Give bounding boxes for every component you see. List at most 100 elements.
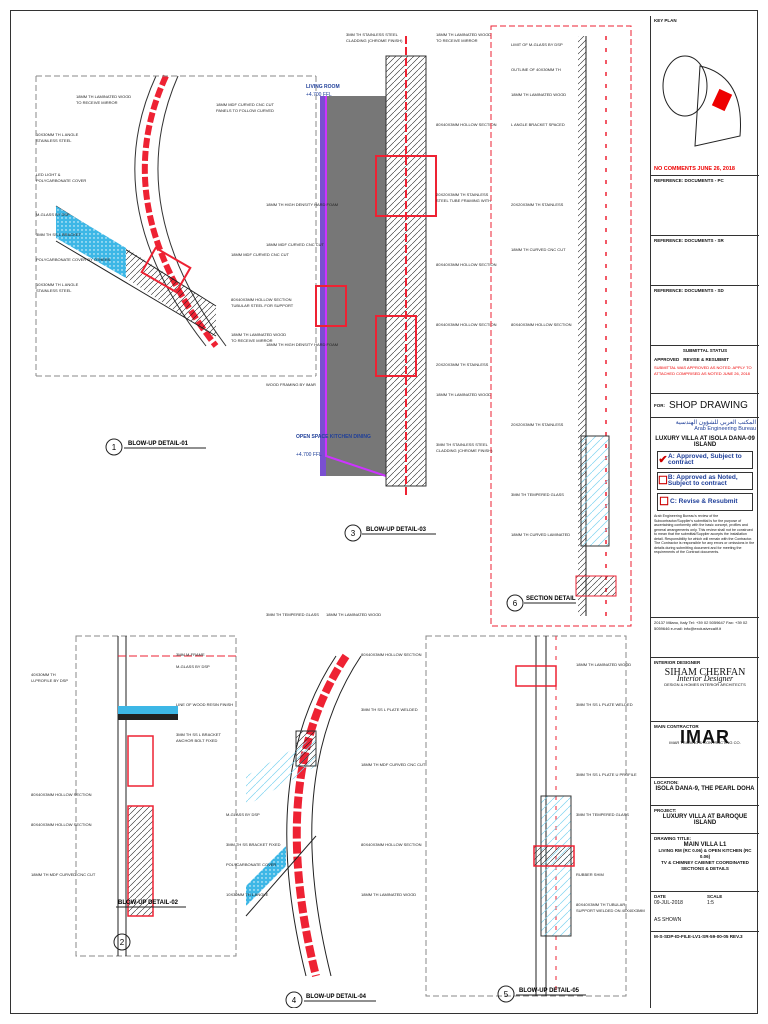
- svg-text:10X30MM TH L ANGLE: 10X30MM TH L ANGLE: [36, 282, 79, 287]
- interior-designer-block: INTERIOR DESIGNER SIHAM CHERFAN Interior…: [651, 658, 759, 722]
- detail-3-title: BLOW-UP DETAIL-03: [366, 527, 427, 533]
- detail-5-number: 5: [504, 990, 509, 999]
- submittal-status-label: SUBMITTAL STATUS: [682, 348, 728, 353]
- drawing-title-4: SECTIONS & DETAILS: [681, 866, 729, 871]
- svg-text:80X40X3MM HOLLOW SECTION: 80X40X3MM HOLLOW SECTION: [31, 822, 92, 827]
- detail-1: 10X30MM TH L ANGLE STAINLESS STEEL LED L…: [35, 74, 317, 456]
- for-label: FOR:: [654, 402, 665, 408]
- svg-text:80X40X3MM HOLLOW SECTION: 80X40X3MM HOLLOW SECTION: [361, 652, 422, 657]
- svg-text:18MM TH LAMINATED WOOD: 18MM TH LAMINATED WOOD: [511, 92, 566, 97]
- svg-text:80X40X3MM HOLLOW SECTION: 80X40X3MM HOLLOW SECTION: [361, 842, 422, 847]
- svg-text:80X40X3MM HOLLOW SECTION: 80X40X3MM HOLLOW SECTION: [436, 262, 497, 267]
- ref-block-3: REFERENCE: DOCUMENTS - SD: [651, 286, 759, 346]
- svg-text:3MM TH STAINLESS STEEL: 3MM TH STAINLESS STEEL: [436, 442, 489, 447]
- detail-4-number: 4: [292, 996, 297, 1005]
- key-plan: KEY PLAN NO COMMENTS JUNE 26, 2018: [651, 16, 759, 176]
- designer-name: SIHAM CHERFAN: [664, 667, 746, 678]
- svg-text:SUPPORT WELDED ON 40X40X3MM: SUPPORT WELDED ON 40X40X3MM: [576, 908, 645, 913]
- svg-text:18MM TH LAMINATED WOOD: 18MM TH LAMINATED WOOD: [436, 32, 491, 37]
- svg-text:WOOD FRAMING BY IMAR: WOOD FRAMING BY IMAR: [266, 382, 316, 387]
- svg-text:18MM MDF CURVED CNC CUT: 18MM MDF CURVED CNC CUT: [216, 102, 274, 107]
- svg-text:18MM TH HIGH DENSITY HARD FOAM: 18MM TH HIGH DENSITY HARD FOAM: [266, 342, 338, 347]
- drawing-title-1: MAIN VILLA L1: [683, 842, 727, 848]
- date-label: DATE: [654, 894, 666, 899]
- svg-text:80X40X3MM HOLLOW SECTION: 80X40X3MM HOLLOW SECTION: [511, 322, 572, 327]
- designer-title: Interior Designer: [676, 674, 734, 683]
- option-c[interactable]: ☐C: Revise & Resubmit: [657, 493, 753, 511]
- svg-text:TO RECEIVE MIRROR: TO RECEIVE MIRROR: [76, 100, 118, 105]
- svg-text:18MM TH LAMINATED WOOD: 18MM TH LAMINATED WOOD: [436, 392, 491, 397]
- detail-1-number: 1: [112, 443, 117, 452]
- svg-text:PANELS TO FOLLOW CURVED: PANELS TO FOLLOW CURVED: [216, 108, 274, 113]
- svg-text:STAINLESS STEEL: STAINLESS STEEL: [36, 138, 72, 143]
- svg-text:18MM TH LAMINATED WOOD: 18MM TH LAMINATED WOOD: [76, 94, 131, 99]
- svg-text:80X40X3MM HOLLOW SECTION: 80X40X3MM HOLLOW SECTION: [436, 122, 497, 127]
- aeb-disclaimer: Arab Engineering Bureau's review of the …: [654, 514, 755, 554]
- open-level-label: +4.700 FFL: [296, 452, 322, 458]
- drawing-label: DRAWING TITLE:: [654, 836, 691, 841]
- svg-text:18MM TH MDF CURVED CNC CUT: 18MM TH MDF CURVED CNC CUT: [361, 762, 426, 767]
- sheet-border: [10, 10, 758, 1014]
- contractor-block: MAIN CONTRACTOR IMAR IMAR TRADING & CONT…: [651, 722, 759, 778]
- svg-text:3MM TH TEMPERED GLASS: 3MM TH TEMPERED GLASS: [266, 612, 319, 617]
- drawing-title-block: DRAWING TITLE: MAIN VILLA L1 LIVING RM (…: [651, 834, 759, 892]
- detail-2-title: BLOW-UP DETAIL-02: [118, 900, 179, 906]
- location-value: ISOLA DANA-9, THE PEARL DOHA: [655, 786, 755, 792]
- svg-text:RUBBER SHIM: RUBBER SHIM: [576, 872, 604, 877]
- svg-text:ANCHOR BOLT FIXED: ANCHOR BOLT FIXED: [176, 738, 218, 743]
- svg-text:18MM TH CURVED CNC CUT: 18MM TH CURVED CNC CUT: [511, 247, 566, 252]
- aeb-stamp: المكتب العربي للشؤون الهندسية Arab Engin…: [651, 418, 759, 618]
- svg-text:U-PROFILE BY DSP: U-PROFILE BY DSP: [31, 678, 68, 683]
- living-room-label: LIVING ROOM: [306, 84, 340, 90]
- location-block: LOCATION: ISOLA DANA-9, THE PEARL DOHA: [651, 778, 759, 806]
- project-block: PROJECT: LUXURY VILLA AT BAROQUE ISLAND: [651, 806, 759, 834]
- detail-6: LIMIT OF M-GLASS BY DSP OUTLINE OF 40X30…: [490, 25, 632, 627]
- svg-text:STAINLESS STEEL: STAINLESS STEEL: [36, 288, 72, 293]
- detail-3: LIVING ROOM +4.700 FFL OPEN SPACE KITCHE…: [266, 32, 497, 542]
- svg-text:M-GLASS BY DSP: M-GLASS BY DSP: [36, 212, 70, 217]
- drawing-title-3: TV & CHIMNEY CABINET COORDINATED: [661, 860, 749, 865]
- aeb-arabic: المكتب العربي للشؤون الهندسية: [675, 420, 756, 426]
- revise-label: REVISE & RESUBMIT: [683, 357, 730, 362]
- svg-text:LED LIGHT &: LED LIGHT &: [36, 172, 61, 177]
- svg-text:20X20X3MM TH STAINLESS: 20X20X3MM TH STAINLESS: [436, 192, 489, 197]
- svg-text:40X30MM TH: 40X30MM TH: [31, 672, 56, 677]
- for-row: FOR: SHOP DRAWING: [651, 394, 759, 418]
- svg-text:18MM MDF CURVED CNC CUT: 18MM MDF CURVED CNC CUT: [231, 252, 289, 257]
- detail-2: 3MM M-FRAME M-GLASS BY DSP LINE OF WOOD …: [31, 635, 237, 957]
- comments-date: NO COMMENTS JUNE 26, 2018: [654, 166, 735, 172]
- title-block: KEY PLAN NO COMMENTS JUNE 26, 2018 REFER…: [650, 16, 759, 1008]
- svg-text:STEEL TUBE FRAMING WITH: STEEL TUBE FRAMING WITH: [436, 198, 491, 203]
- svg-text:POLYCARBONATE COVER: POLYCARBONATE COVER: [226, 862, 276, 867]
- ref-block-1: REFERENCE: DOCUMENTS - PC: [651, 176, 759, 236]
- svg-text:TO RECEIVE MIRROR: TO RECEIVE MIRROR: [436, 38, 478, 43]
- svg-text:3MM TH SS BRACKET FIXED: 3MM TH SS BRACKET FIXED: [226, 842, 281, 847]
- ref-block-2: REFERENCE: DOCUMENTS - SR: [651, 236, 759, 286]
- option-b[interactable]: ☐B: Approved as Noted, Subject to contra…: [657, 472, 753, 490]
- sheet-no: AS SHOWN: [654, 916, 682, 923]
- option-c-label: C: Revise & Resubmit: [670, 498, 738, 505]
- detail-3-number: 3: [351, 529, 356, 538]
- svg-text:3MM TH SS L BRACKET: 3MM TH SS L BRACKET: [36, 232, 81, 237]
- svg-text:10X30MM TH L ANGLE: 10X30MM TH L ANGLE: [36, 132, 79, 137]
- svg-text:3MM TH TEMPERED GLASS: 3MM TH TEMPERED GLASS: [576, 812, 629, 817]
- svg-text:18MM TH MDF CURVED CNC CUT: 18MM TH MDF CURVED CNC CUT: [31, 872, 96, 877]
- ref1-label: REFERENCE: DOCUMENTS - PC: [654, 178, 724, 183]
- date-value: 09-JUL-2018: [654, 900, 683, 906]
- detail-1-title: BLOW-UP DETAIL-01: [128, 441, 189, 447]
- svg-text:18MM TH HIGH DENSITY HARD FOAM: 18MM TH HIGH DENSITY HARD FOAM: [266, 202, 338, 207]
- detail-6-number: 6: [513, 599, 518, 608]
- svg-text:TO RECEIVE MIRROR: TO RECEIVE MIRROR: [231, 338, 273, 343]
- scale-value: 1:5: [706, 900, 714, 906]
- drawing-number: M-S-SDP-ID-FILE-LV1-SR-59-00-05 REV.3: [654, 934, 743, 939]
- drawing-number-block: M-S-SDP-ID-FILE-LV1-SR-59-00-05 REV.3: [651, 932, 759, 952]
- project-label: PROJECT:: [654, 808, 677, 813]
- svg-text:POLYCARBONATE COVER BY OTHERS: POLYCARBONATE COVER BY OTHERS: [36, 257, 111, 262]
- option-a[interactable]: ✔A: Approved, Subject to contract: [657, 451, 753, 469]
- detail-5: 18MM TH LAMINATED WOOD 3MM TH SS L PLATE…: [425, 635, 645, 1003]
- svg-text:18MM TH LAMINATED WOOD: 18MM TH LAMINATED WOOD: [576, 662, 631, 667]
- svg-text:18MM MDF CURVED CNC CUT: 18MM MDF CURVED CNC CUT: [266, 242, 324, 247]
- option-b-label: B: Approved as Noted, Subject to contrac…: [667, 474, 738, 487]
- svg-text:LIMIT OF M-GLASS BY DSP: LIMIT OF M-GLASS BY DSP: [511, 42, 563, 47]
- svg-text:3MM TH SS L BRACKET: 3MM TH SS L BRACKET: [176, 732, 221, 737]
